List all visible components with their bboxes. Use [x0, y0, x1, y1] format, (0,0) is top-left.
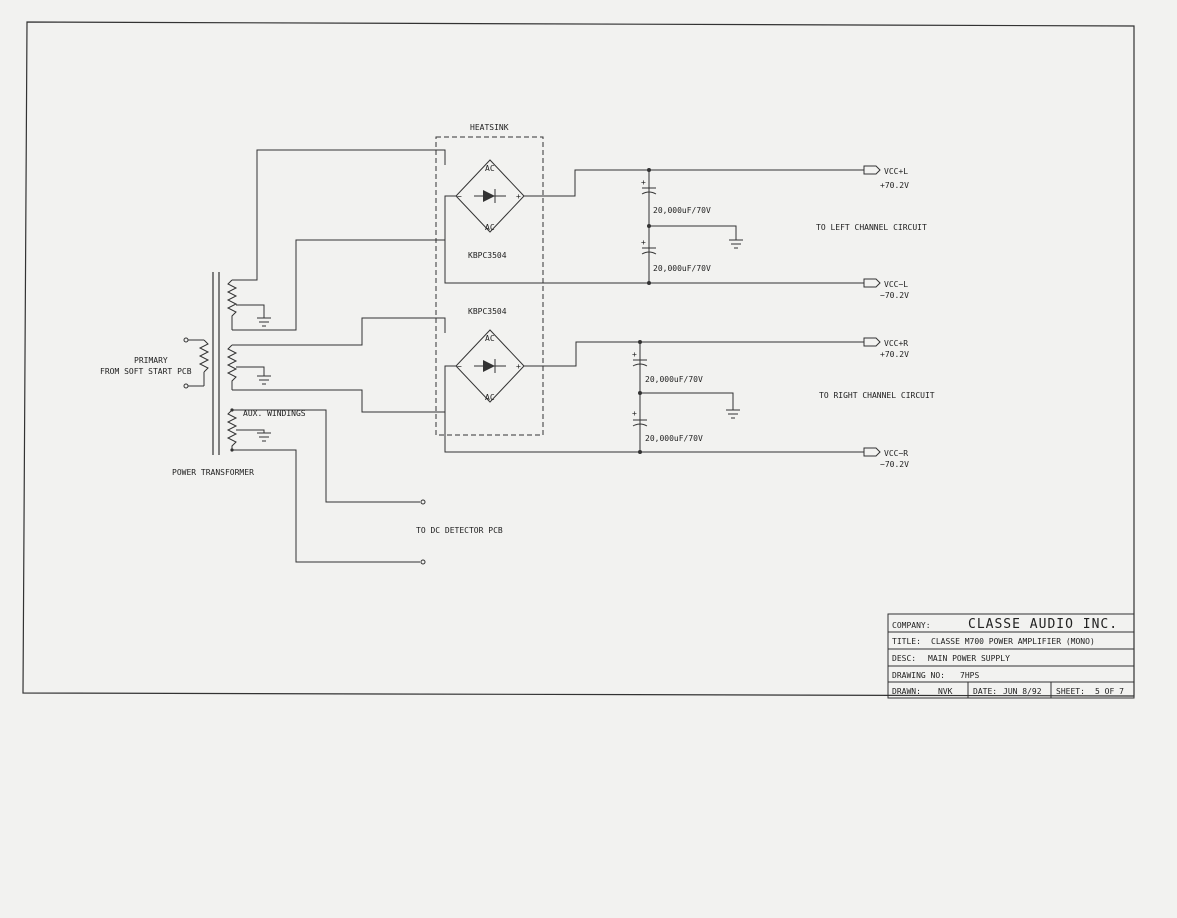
- company-name: CLASSE AUDIO INC.: [968, 617, 1118, 632]
- sheet-label: SHEET:: [1056, 687, 1085, 696]
- output-vcc-minus-l-voltage: −70.2V: [880, 291, 909, 300]
- cap-label-4: 20,000uF/70V: [645, 434, 703, 443]
- desc-value: MAIN POWER SUPPLY: [928, 654, 1010, 663]
- to-right-label: TO RIGHT CHANNEL CIRCUIT: [819, 391, 935, 400]
- drawing-border: [22, 21, 1135, 697]
- bridge-rectifier-upper: [444, 159, 881, 288]
- cap-upper-plus: +: [641, 178, 646, 187]
- date-label: DATE:: [973, 687, 997, 696]
- to-left-label: TO LEFT CHANNEL CIRCUIT: [816, 223, 927, 232]
- title-block: [887, 613, 1135, 699]
- dc-detector-label: TO DC DETECTOR PCB: [416, 526, 503, 535]
- cap-upper-plus-2: +: [641, 238, 646, 247]
- primary-label: PRIMARY: [134, 356, 168, 365]
- output-vcc-minus-r-voltage: −70.2V: [880, 460, 909, 469]
- power-transformer: [183, 149, 446, 565]
- ac-label-1: AC: [485, 164, 495, 173]
- plus-label-2: +: [516, 362, 521, 371]
- cap-lower-plus: +: [632, 350, 637, 359]
- drawing-no-value: 7HPS: [960, 671, 979, 680]
- plus-label-1: +: [516, 192, 521, 201]
- soft-start-label: FROM SOFT START PCB: [100, 367, 192, 376]
- bridge-lower-label: KBPC3504: [468, 307, 507, 316]
- sheet-value: 5 OF 7: [1095, 687, 1124, 696]
- ac-label-3: AC: [485, 334, 495, 343]
- output-vcc-plus-r-voltage: +70.2V: [880, 350, 909, 359]
- heatsink-label: HEATSINK: [470, 123, 509, 132]
- cap-lower-plus-2: +: [632, 409, 637, 418]
- ac-label-4: AC: [485, 393, 495, 402]
- minus-label-2: −: [457, 362, 462, 371]
- output-vcc-plus-r: VCC+R: [884, 339, 908, 348]
- bridge-rectifier-lower: [444, 329, 881, 457]
- company-label: COMPANY:: [892, 621, 931, 630]
- desc-label: DESC:: [892, 654, 916, 663]
- power-transformer-label: POWER TRANSFORMER: [172, 468, 254, 477]
- output-vcc-minus-r: VCC−R: [884, 449, 908, 458]
- output-vcc-minus-l: VCC−L: [884, 280, 908, 289]
- drawn-value: NVK: [938, 687, 953, 696]
- bridge-upper-label: KBPC3504: [468, 251, 507, 260]
- output-vcc-plus-l-voltage: +70.2V: [880, 181, 909, 190]
- heatsink-outline: [435, 136, 544, 436]
- date-value: JUN 8/92: [1003, 687, 1042, 696]
- cap-label-2: 20,000uF/70V: [653, 264, 711, 273]
- cap-label-3: 20,000uF/70V: [645, 375, 703, 384]
- ac-label-2: AC: [485, 223, 495, 232]
- title-label: TITLE:: [892, 637, 921, 646]
- minus-label-1: −: [457, 192, 462, 201]
- cap-label-1: 20,000uF/70V: [653, 206, 711, 215]
- drawing-no-label: DRAWING NO:: [892, 671, 945, 680]
- drawn-label: DRAWN:: [892, 687, 921, 696]
- title-value: CLASSE M700 POWER AMPLIFIER (MONO): [931, 637, 1095, 646]
- output-vcc-plus-l: VCC+L: [884, 167, 908, 176]
- aux-windings-label: AUX. WINDINGS: [243, 409, 306, 418]
